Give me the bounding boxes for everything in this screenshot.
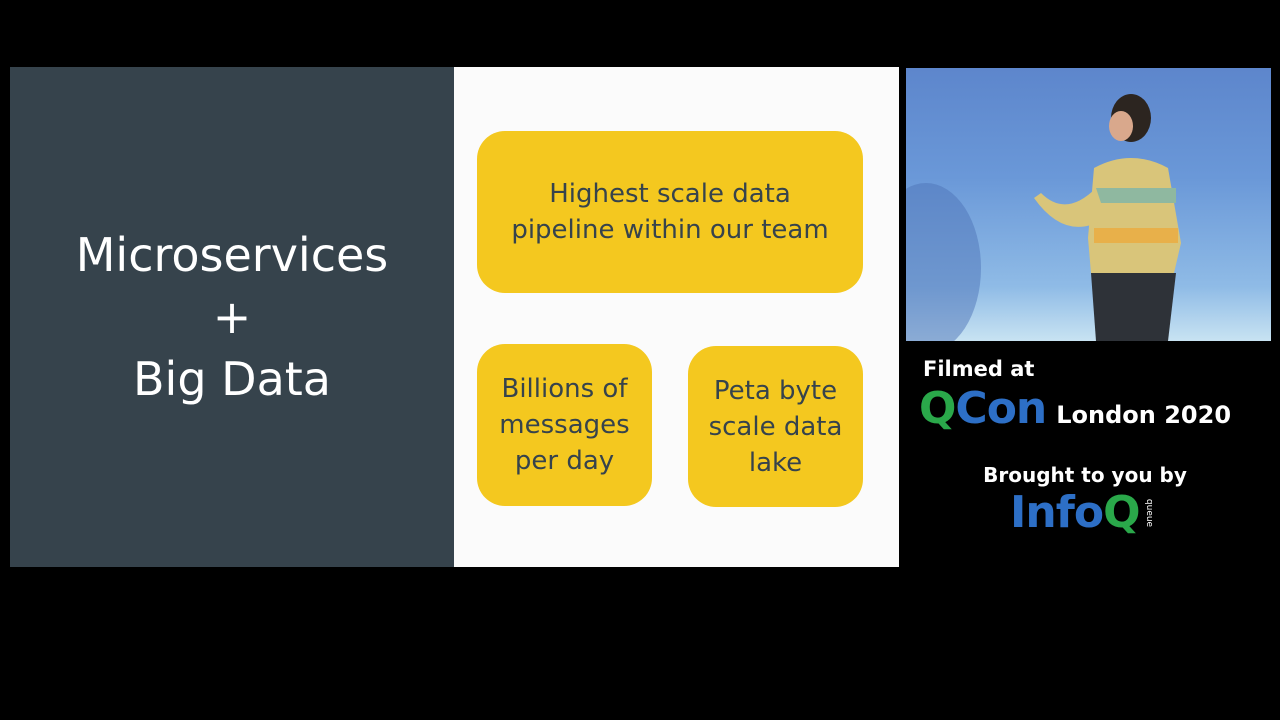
queue-label: queue bbox=[1144, 498, 1155, 527]
card-billions-messages: Billions of messages per day bbox=[477, 344, 652, 506]
card-text-line: per day bbox=[514, 446, 615, 476]
speaker-video bbox=[906, 68, 1271, 341]
card-text-line: Peta byte bbox=[713, 375, 838, 406]
slide-cards-panel: Highest scale data pipeline within our t… bbox=[454, 67, 899, 567]
qcon-logo: QCon bbox=[919, 383, 1047, 434]
infoq-info: Info bbox=[1010, 487, 1104, 538]
qcon-con: Con bbox=[955, 383, 1047, 434]
filmed-at-label: Filmed at bbox=[923, 357, 1035, 381]
qcon-q: Q bbox=[919, 383, 956, 434]
infoq-q: Q bbox=[1103, 487, 1140, 538]
card-text-line: Billions of bbox=[501, 374, 628, 404]
card-petabyte-data-lake: Peta byte scale data lake bbox=[688, 346, 863, 507]
presentation-slide: Microservices + Big Data Highest scale d… bbox=[10, 67, 899, 567]
card-text-line: scale data bbox=[708, 411, 843, 442]
infoq-logo: InfoQ queue bbox=[1010, 487, 1164, 538]
card-text-line: lake bbox=[748, 447, 803, 478]
title-line-microservices: Microservices bbox=[75, 228, 389, 282]
speaker-figure-icon bbox=[906, 94, 1181, 341]
card-text-line: pipeline within our team bbox=[511, 215, 829, 245]
title-line-plus: + bbox=[212, 290, 252, 344]
brought-by-label: Brought to you by bbox=[983, 463, 1187, 487]
card-highest-scale-pipeline: Highest scale data pipeline within our t… bbox=[477, 131, 863, 293]
slide-title-panel: Microservices + Big Data bbox=[10, 67, 454, 567]
event-name: London 2020 bbox=[1056, 401, 1232, 429]
qcon-logo-row: QCon London 2020 bbox=[919, 383, 1231, 434]
card-text-line: Highest scale data bbox=[549, 179, 791, 209]
card-text-line: messages bbox=[499, 410, 630, 440]
conference-branding: Filmed at QCon London 2020 Brought to yo… bbox=[905, 345, 1275, 555]
title-line-big-data: Big Data bbox=[133, 352, 331, 406]
